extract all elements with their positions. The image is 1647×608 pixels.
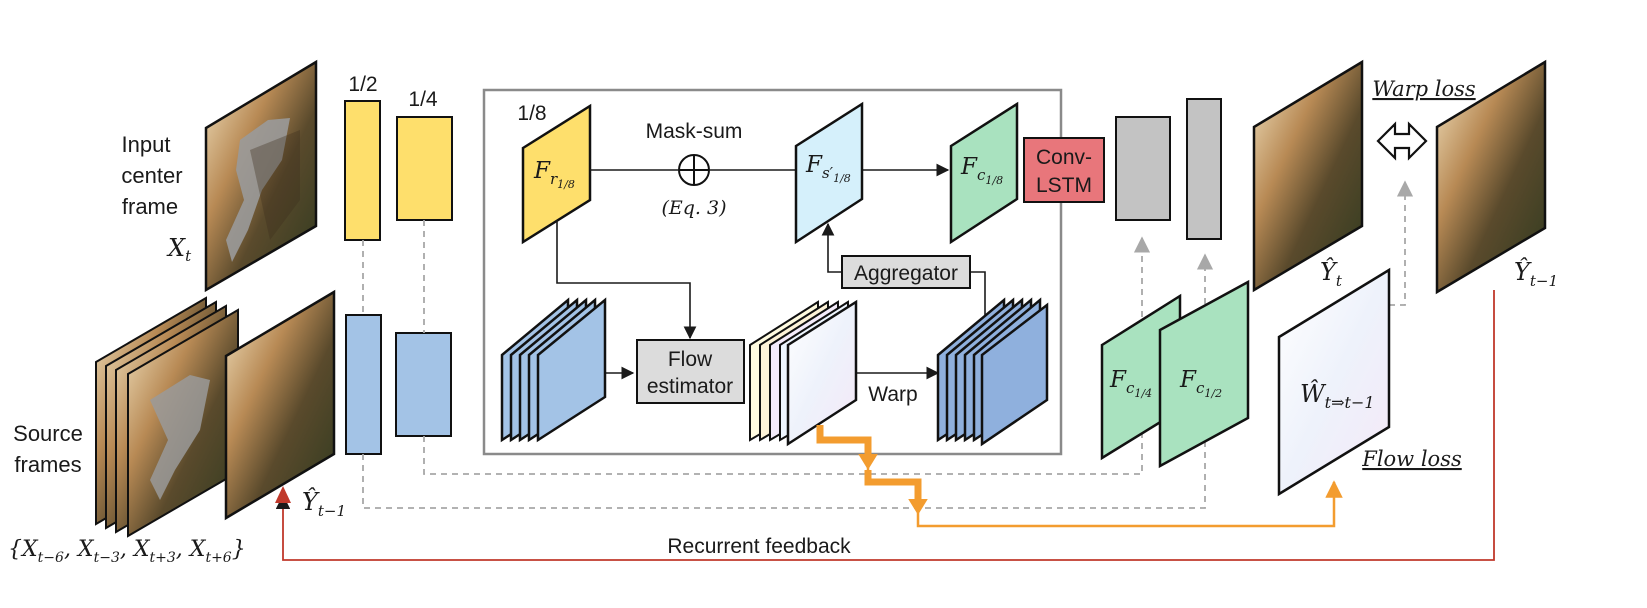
encoder-half-blue xyxy=(345,314,382,455)
mask-sum-label: Mask-sum xyxy=(646,120,743,143)
conv-lstm-label-line1: Conv- xyxy=(1036,146,1092,169)
bidirectional-arrow-icon xyxy=(1376,121,1428,161)
equation-reference: (Eq. 3) xyxy=(661,197,726,219)
y-t-symbol: Ŷt xyxy=(1320,257,1343,290)
y-prev-symbol-right: Ŷt−1 xyxy=(1514,257,1558,290)
scale-half-label: 1/2 xyxy=(348,73,377,96)
flow-supervision-path xyxy=(816,425,1343,528)
arrows-top-row xyxy=(556,163,986,380)
decoder-half-gray xyxy=(1186,98,1222,240)
y-prev-symbol-left: Ŷt−1 xyxy=(302,487,346,520)
source-feature-stack xyxy=(500,297,607,443)
source-label-line2: frames xyxy=(14,452,81,477)
flow-estimator-label-line2: estimator xyxy=(647,375,733,398)
feature-s-prime-eighth xyxy=(794,101,864,245)
decoder-quarter-gray xyxy=(1115,116,1171,221)
aggregator-label: Aggregator xyxy=(854,262,958,285)
recurrent-feedback-path xyxy=(275,290,1495,561)
previous-output-frame-right-image xyxy=(1435,59,1547,295)
feature-r-eighth xyxy=(521,103,592,245)
mask-sum-operator-icon xyxy=(678,154,710,186)
recurrent-feedback-label: Recurrent feedback xyxy=(667,535,851,558)
input-label-line3: frame xyxy=(122,194,178,219)
warp-label: Warp xyxy=(868,383,917,406)
flow-estimator-label-line1: Flow xyxy=(668,348,713,371)
flow-output-image xyxy=(1277,267,1391,497)
scale-quarter-label: 1/4 xyxy=(408,88,438,111)
feature-c-eighth xyxy=(949,101,1019,245)
warped-feature-stack xyxy=(936,297,1049,447)
flow-map-stack xyxy=(749,299,858,447)
fusion-module-frame xyxy=(482,88,1063,456)
feedback-arrowhead-icon xyxy=(275,486,291,503)
w-hat-symbol: Ŵt⇒t−1 xyxy=(1300,379,1375,412)
input-center-frame-label: Input center frame Xt xyxy=(121,132,192,265)
output-frame-image xyxy=(1252,59,1364,293)
source-frames-stack xyxy=(95,296,239,538)
conv-lstm-block xyxy=(1023,137,1105,203)
scale-eighth-label: 1/8 xyxy=(517,102,546,125)
encoder-quarter-yellow xyxy=(396,116,453,221)
encoder-quarter-blue xyxy=(395,332,452,437)
input-label-line2: center xyxy=(121,163,182,188)
x-t-symbol: Xt xyxy=(166,234,192,265)
input-center-frame-image xyxy=(204,59,318,293)
f-r-label: Fr1/8 xyxy=(533,158,575,191)
source-label-line1: Source xyxy=(13,421,83,446)
flow-estimator-block xyxy=(636,339,745,404)
encoder-half-yellow xyxy=(344,100,381,241)
f-c4-label: Fc1/4 xyxy=(1109,367,1152,400)
f-c-label: Fc1/8 xyxy=(960,154,1003,187)
feature-c-half xyxy=(1158,279,1250,469)
f-s-label: Fs′1/8 xyxy=(805,152,851,185)
aggregator-block xyxy=(841,255,971,289)
flow-loss-label: Flow loss xyxy=(1361,447,1462,471)
f-c2-label: Fc1/2 xyxy=(1179,367,1222,400)
source-frames-set: {Xt−6, Xt−3, Xt+3, Xt+6} xyxy=(8,537,246,566)
previous-output-frame-image xyxy=(224,289,336,521)
source-frames-label: Source frames xyxy=(13,421,83,477)
input-label-line1: Input xyxy=(122,132,171,157)
warp-loss-label: Warp loss xyxy=(1372,77,1476,101)
conv-lstm-label-line2: LSTM xyxy=(1036,174,1092,197)
